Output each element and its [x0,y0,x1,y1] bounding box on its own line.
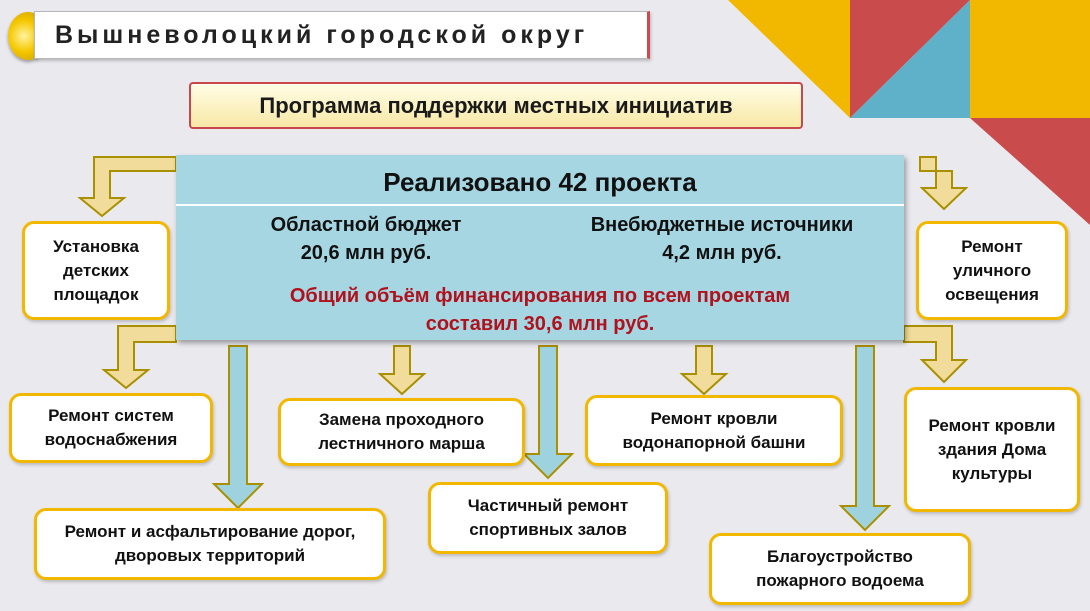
project-label: Ремонт систем водоснабжения [44,406,178,449]
project-label: Благоустройство пожарного водоема [756,547,924,590]
project-card-roads: Ремонт и асфальтирование дорог, дворовых… [34,508,386,580]
extra-budget-label: Внебюджетные источники [590,214,854,236]
arrow-to-staircase [377,345,427,396]
arrow-to-culture-house [903,325,969,384]
project-label: Частичный ремонт спортивных залов [467,496,629,539]
arrow-to-water-tower [679,345,729,396]
corner-block-yellow [970,0,1090,118]
arrow-to-roads [211,345,265,510]
total-funding: Общий объём финансирования по всем проек… [176,282,904,338]
project-card-playgrounds: Установка детских площадок [22,221,170,320]
total-funding-line1: Общий объём финансирования по всем проек… [289,285,791,307]
page-title-text: Вышневолоцкий городской округ [55,20,589,49]
regional-budget: Областной бюджет 20,6 млн руб. [216,211,516,267]
project-card-water-tower: Ремонт кровли водонапорной башни [585,395,843,466]
corner-triangle-yellow-left [728,0,850,118]
project-label: Установка детских площадок [53,236,139,304]
project-card-culture-house: Ремонт кровли здания Дома культуры [904,387,1080,512]
project-card-staircase: Замена проходного лестничного марша [278,398,525,466]
project-label: Замена проходного лестничного марша [318,410,485,453]
regional-budget-label: Областной бюджет [270,214,462,236]
summary-divider [176,204,904,206]
project-label: Ремонт кровли здания Дома культуры [928,415,1056,483]
total-funding-line2: составил 30,6 млн руб. [425,313,655,335]
extra-budget: Внебюджетные источники 4,2 млн руб. [546,211,898,267]
program-title: Программа поддержки местных инициатив [259,92,733,118]
program-banner: Программа поддержки местных инициатив [189,82,803,129]
project-label: Ремонт и асфальтирование дорог, дворовых… [64,522,356,565]
page-title: Вышневолоцкий городской округ [34,11,650,59]
project-label: Ремонт кровли водонапорной башни [622,408,806,452]
arrow-to-water-supply [101,325,177,390]
corner-triangle-red-bottom [970,118,1090,225]
project-card-sports-halls: Частичный ремонт спортивных залов [428,482,668,554]
project-label: Ремонт уличного освещения [945,236,1039,304]
corner-triangle-blue [850,0,970,118]
project-card-street-lighting: Ремонт уличного освещения [916,221,1068,320]
arrow-to-street-lighting [919,156,969,211]
arrow-to-playgrounds [77,156,177,218]
project-card-fire-pond: Благоустройство пожарного водоема [709,533,971,605]
arrow-to-fire-pond [838,345,892,532]
extra-budget-amount: 4,2 млн руб. [662,242,782,264]
project-card-water-supply: Ремонт систем водоснабжения [9,393,213,463]
arrow-to-sports-halls [521,345,575,480]
regional-budget-amount: 20,6 млн руб. [300,242,432,264]
summary-panel: Реализовано 42 проекта Областной бюджет … [176,155,904,340]
projects-count-title: Реализовано 42 проекта [383,167,697,197]
